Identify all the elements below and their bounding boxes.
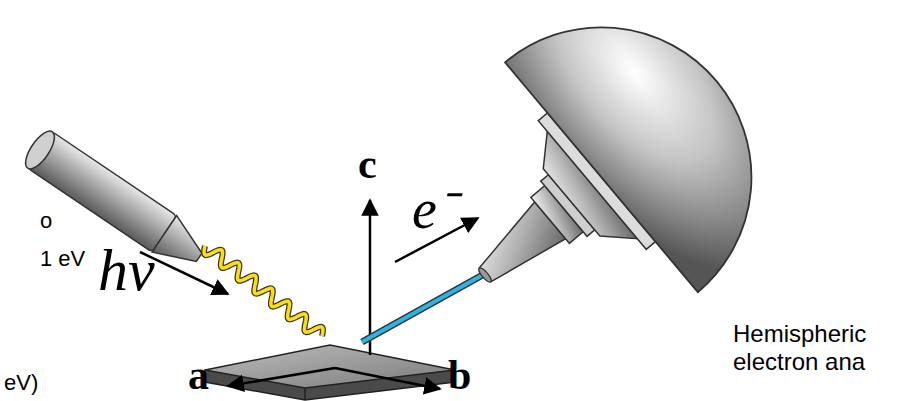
partial-text: o [40, 208, 52, 234]
energy-note: 1 eV [40, 246, 85, 272]
axis-c [369, 200, 372, 355]
axis-label: a [188, 351, 209, 399]
sample-plate [205, 345, 455, 400]
analyzer-label: Hemispheric electron ana [733, 320, 883, 376]
axis-a [228, 368, 335, 386]
axis-label: c [358, 140, 377, 188]
photon-label: hν [98, 236, 155, 305]
axis-b [335, 368, 440, 389]
energy-note: eV) [4, 370, 38, 396]
axis-label: b [448, 351, 471, 399]
electron-beam [362, 272, 488, 342]
electron-label: e⁻ [412, 168, 456, 244]
electron-beam-core [362, 272, 488, 342]
